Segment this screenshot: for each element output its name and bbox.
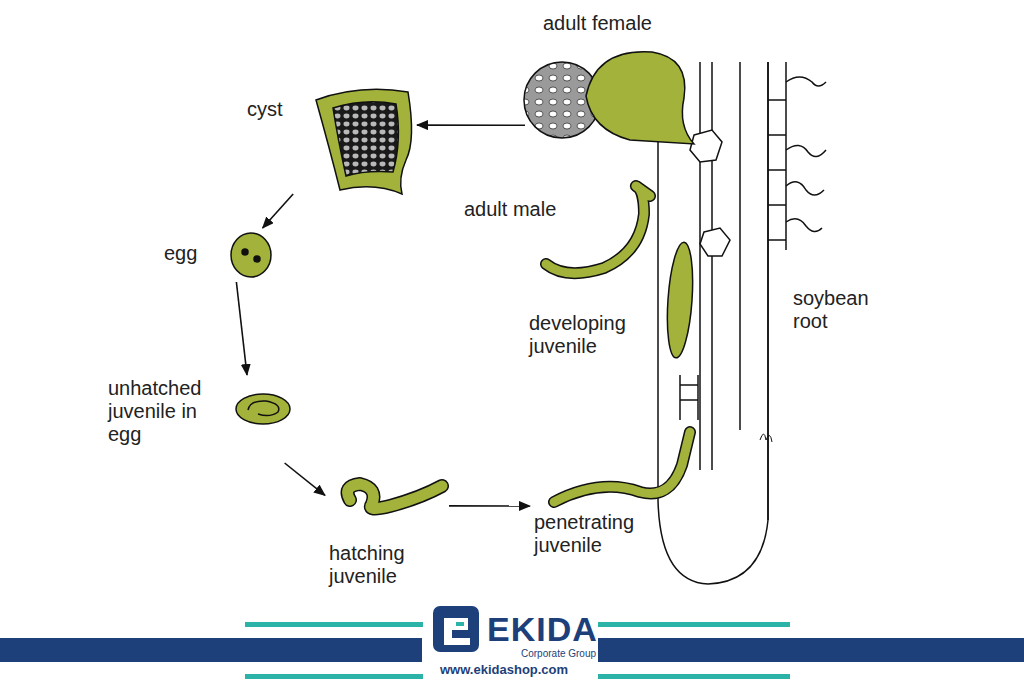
cycle-arrow xyxy=(236,282,247,375)
adult-male-stage: adult male xyxy=(462,178,662,282)
stage-label: adult female xyxy=(543,12,652,35)
unhatched-juvenile-stage: unhatched juvenile in egg xyxy=(106,375,294,463)
penetrating-juvenile-stage: penetrating juvenile xyxy=(530,425,698,560)
stage-label: egg xyxy=(164,242,197,265)
stage-label: developing juvenile xyxy=(529,312,654,358)
egg-stage: egg xyxy=(160,228,274,282)
adult-female-figure xyxy=(524,52,694,144)
cyst-figure xyxy=(316,89,412,194)
stage-label: adult male xyxy=(464,198,556,221)
brand-url: www.ekidashop.com xyxy=(440,663,568,678)
brand-band xyxy=(0,606,1024,679)
brand-name: EKIDA xyxy=(487,610,598,649)
cyst-stage: cyst xyxy=(245,88,417,194)
cycle-arrow xyxy=(417,124,525,126)
stage-label: hatching juvenile xyxy=(329,542,429,588)
root-label: soybean root xyxy=(793,287,893,333)
developing-juvenile-figure xyxy=(664,241,696,358)
juvenile-figures xyxy=(348,186,690,509)
egg-figure xyxy=(231,233,271,277)
brand-tagline: Corporate Group xyxy=(521,648,596,660)
stage-label: penetrating juvenile xyxy=(534,511,659,557)
hatching-juvenile-stage: hatching juvenile xyxy=(325,478,449,594)
cycle-arrow xyxy=(263,194,294,228)
cycle-arrow xyxy=(449,505,530,507)
stage-label: cyst xyxy=(247,98,283,121)
cycle-arrow xyxy=(285,463,325,495)
stage-label: unhatched juvenile in egg xyxy=(108,377,226,446)
adult-female-stage: adult female xyxy=(525,10,695,144)
unhatched-juvenile-figure xyxy=(236,394,290,424)
developing-juvenile-stage: developing juvenile xyxy=(527,238,699,368)
